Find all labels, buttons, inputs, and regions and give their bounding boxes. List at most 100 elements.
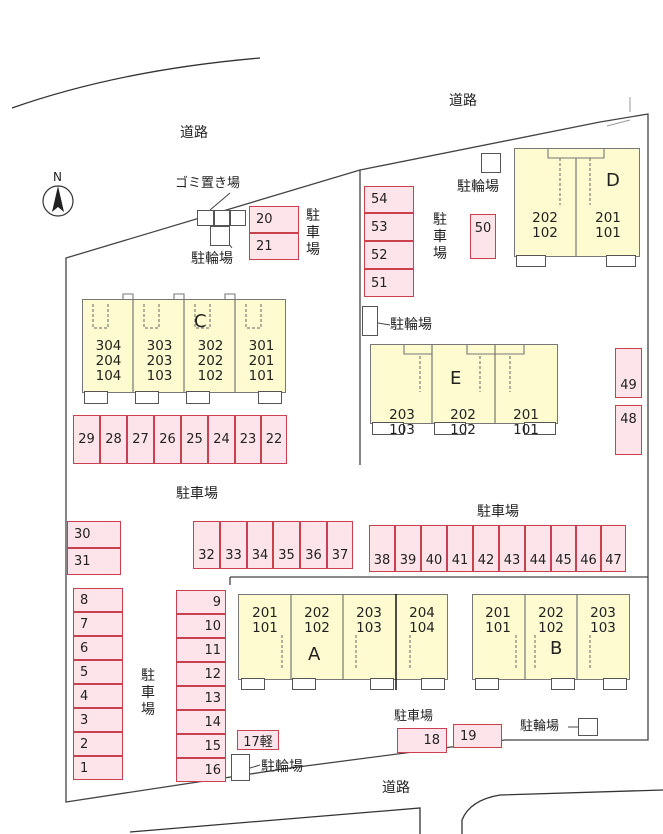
- parking-label-right: 駐車場: [477, 504, 519, 520]
- building-d-unit-col2: 201 101: [585, 211, 631, 241]
- parking-spot-31: 31: [67, 548, 121, 575]
- building-d-name: D: [606, 170, 620, 191]
- road-edge-bottom-right: [461, 789, 663, 834]
- unit-101: 101: [248, 368, 275, 384]
- parking-spot-48: 48: [615, 405, 642, 455]
- parking-spot-8: 8: [73, 588, 123, 612]
- building-c-name: C: [194, 311, 207, 332]
- unit-d-201: 201: [595, 210, 621, 226]
- parking-spot-49: 49: [615, 348, 642, 398]
- bike-shed-e: [362, 306, 378, 336]
- road-label-bottom: 道路: [382, 780, 410, 796]
- parking-spot-40: 40: [421, 525, 447, 572]
- unit-b-102: 102: [538, 620, 564, 636]
- unit-202: 202: [197, 353, 224, 369]
- bike-shed-d: [481, 153, 501, 173]
- garbage-box-1: [197, 210, 214, 226]
- building-b-unit-col3: 203 103: [580, 606, 626, 636]
- building-e-door-2: [434, 422, 466, 435]
- road-edge-top-left: [11, 57, 261, 109]
- bike-label-d: 駐輪場: [457, 179, 499, 195]
- parking-spot-45: 45: [551, 525, 576, 572]
- building-c-door-1: [84, 391, 108, 404]
- building-a-door-2: [292, 678, 316, 690]
- parking-spot-17-light: 17軽: [237, 730, 279, 750]
- parking-spot-12: 12: [176, 662, 226, 686]
- parking-spot-36: 36: [300, 521, 327, 569]
- road-edge-bottom-left: [129, 807, 421, 834]
- building-c-door-3: [186, 391, 210, 404]
- building-c-door-4: [258, 391, 282, 404]
- building-e-unit-col1: 203 103: [378, 408, 426, 438]
- building-b-unit-col1: 201 101: [475, 606, 521, 636]
- bike-label-e: 駐輪場: [390, 317, 432, 333]
- parking-spot-54: 54: [364, 186, 414, 213]
- parking-spot-5: 5: [73, 660, 123, 684]
- parking-spot-25: 25: [181, 415, 208, 464]
- parking-spot-33: 33: [220, 521, 247, 569]
- parking-spot-16: 16: [176, 758, 226, 782]
- parking-spot-23: 23: [235, 415, 261, 464]
- garbage-box-3: [230, 210, 246, 226]
- unit-b-202: 202: [538, 605, 564, 621]
- parking-spot-6: 6: [73, 636, 123, 660]
- unit-203: 203: [146, 353, 173, 369]
- parking-spot-44: 44: [525, 525, 551, 572]
- parking-spot-28: 28: [100, 415, 127, 464]
- unit-e-202: 202: [450, 407, 476, 423]
- parking-label-20-21: 駐車場: [306, 208, 320, 258]
- unit-a-104: 104: [409, 620, 435, 636]
- parking-spot-21: 21: [249, 233, 299, 260]
- building-c-unit-col3: 302 202 102: [188, 339, 233, 384]
- building-b-door-3: [603, 678, 627, 690]
- building-e-name: E: [450, 368, 462, 389]
- road-label-top-left: 道路: [180, 125, 208, 141]
- unit-104: 104: [95, 368, 122, 384]
- unit-a-202: 202: [304, 605, 330, 621]
- parking-spot-53: 53: [364, 213, 414, 241]
- building-c-unit-col2: 303 203 103: [137, 339, 182, 384]
- unit-102: 102: [197, 368, 224, 384]
- parking-spot-10: 10: [176, 614, 226, 638]
- unit-103: 103: [146, 368, 173, 384]
- unit-a-203: 203: [356, 605, 382, 621]
- building-a-unit-col3: 203 103: [346, 606, 392, 636]
- north-arrow-icon: [52, 186, 64, 212]
- unit-d-202: 202: [532, 210, 558, 226]
- road-label-top-right: 道路: [449, 93, 477, 109]
- building-d-unit-col1: 202 102: [522, 211, 568, 241]
- building-c-door-2: [135, 391, 159, 404]
- building-a-unit-col1: 201 101: [242, 606, 288, 636]
- parking-spot-37: 37: [327, 521, 353, 569]
- parking-spot-51: 51: [364, 269, 414, 297]
- parking-spot-7: 7: [73, 612, 123, 636]
- building-b-door-2: [551, 678, 575, 690]
- garbage-leader: [209, 192, 231, 211]
- parking-spot-34: 34: [247, 521, 273, 569]
- unit-302: 302: [197, 338, 224, 354]
- north-label: N: [53, 170, 62, 184]
- parking-spot-42: 42: [473, 525, 499, 572]
- building-e-unit-col2: 202 102: [439, 408, 487, 438]
- bike-label-b: 駐輪場: [520, 719, 560, 734]
- unit-d-101: 101: [595, 225, 621, 241]
- parking-spot-29: 29: [73, 415, 100, 464]
- parking-spot-24: 24: [208, 415, 235, 464]
- building-d-door-1: [516, 255, 546, 267]
- parking-spot-22: 22: [261, 415, 287, 464]
- building-b-unit-col2: 202 102: [528, 606, 574, 636]
- parking-spot-19: 19: [453, 724, 502, 748]
- parking-spot-27: 27: [127, 415, 154, 464]
- parking-label-18: 駐車場: [394, 709, 434, 724]
- unit-303: 303: [146, 338, 173, 354]
- bike-shed-b: [578, 718, 598, 736]
- parking-spot-1: 1: [73, 756, 123, 780]
- unit-a-103: 103: [356, 620, 382, 636]
- building-a-unit-col4: 204 104: [399, 606, 445, 636]
- unit-a-201: 201: [252, 605, 278, 621]
- parking-label-51-54: 駐車場: [433, 212, 447, 262]
- unit-e-101: 101: [513, 422, 539, 438]
- unit-204: 204: [95, 353, 122, 369]
- building-a-door-3: [370, 678, 394, 690]
